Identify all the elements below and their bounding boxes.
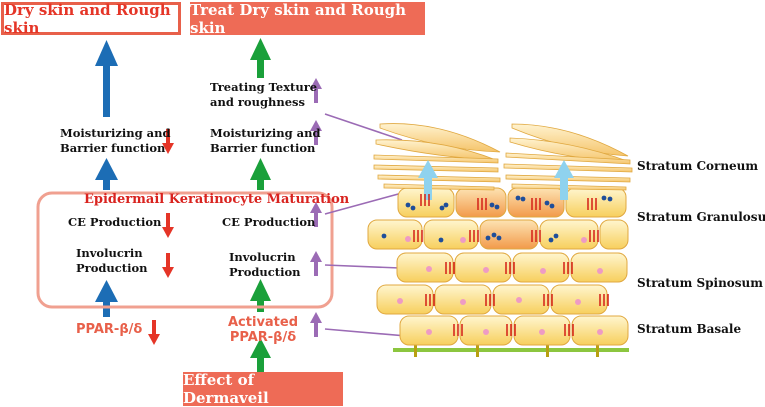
treating-texture-label: Treating Texture and roughness: [210, 80, 318, 109]
stratum-corneum-flakes: [373, 123, 633, 191]
pointer-lines: [324, 113, 431, 339]
right-moisturizing-label: Moisturizing and Barrier function: [210, 126, 321, 155]
maturation-box: [36, 191, 334, 309]
left-moisturizing-label: Moisturizing and Barrier function: [60, 126, 171, 155]
stratum-corneum-label: Stratum Corneum: [637, 159, 759, 173]
effect-of-dermaveil-box: Effect of Dermaveil: [183, 371, 343, 407]
nuclei: [397, 236, 603, 335]
stratum-granulosum-label: Stratum Granulosum: [637, 210, 765, 224]
stratum-basale-cells: [399, 315, 629, 346]
stratum-basale-label: Stratum Basale: [637, 322, 742, 336]
right-ppar-label: Activated PPAR-β/δ: [228, 315, 299, 345]
increase-arrows: [310, 78, 322, 337]
water-arrows: [418, 160, 574, 200]
maturation-title: Epidermail Keratinocyte Maturation: [84, 192, 350, 207]
green-arrow-up: [250, 38, 271, 372]
dry-rough-skin-box: Dry skin and Rough skin: [1, 1, 181, 37]
cell-junctions: [413, 194, 609, 336]
granules: [381, 195, 613, 243]
basement-membrane: [393, 339, 629, 357]
blue-arrow-up: [95, 40, 118, 317]
stratum-spinosum-label: Stratum Spinosum: [637, 276, 763, 290]
right-ce-production-label: CE Production: [222, 215, 316, 229]
left-ce-production-label: CE Production: [68, 215, 162, 229]
treat-dry-skin-box: Treat Dry skin and Rough skin: [190, 1, 425, 37]
left-involucrin-label: Involucrin Production: [76, 246, 148, 275]
decrease-arrows: [148, 129, 174, 345]
right-involucrin-label: Involucrin Production: [229, 250, 301, 279]
left-ppar-label: PPAR-β/δ: [76, 322, 143, 337]
stratum-spinosum-cells: [376, 252, 628, 315]
